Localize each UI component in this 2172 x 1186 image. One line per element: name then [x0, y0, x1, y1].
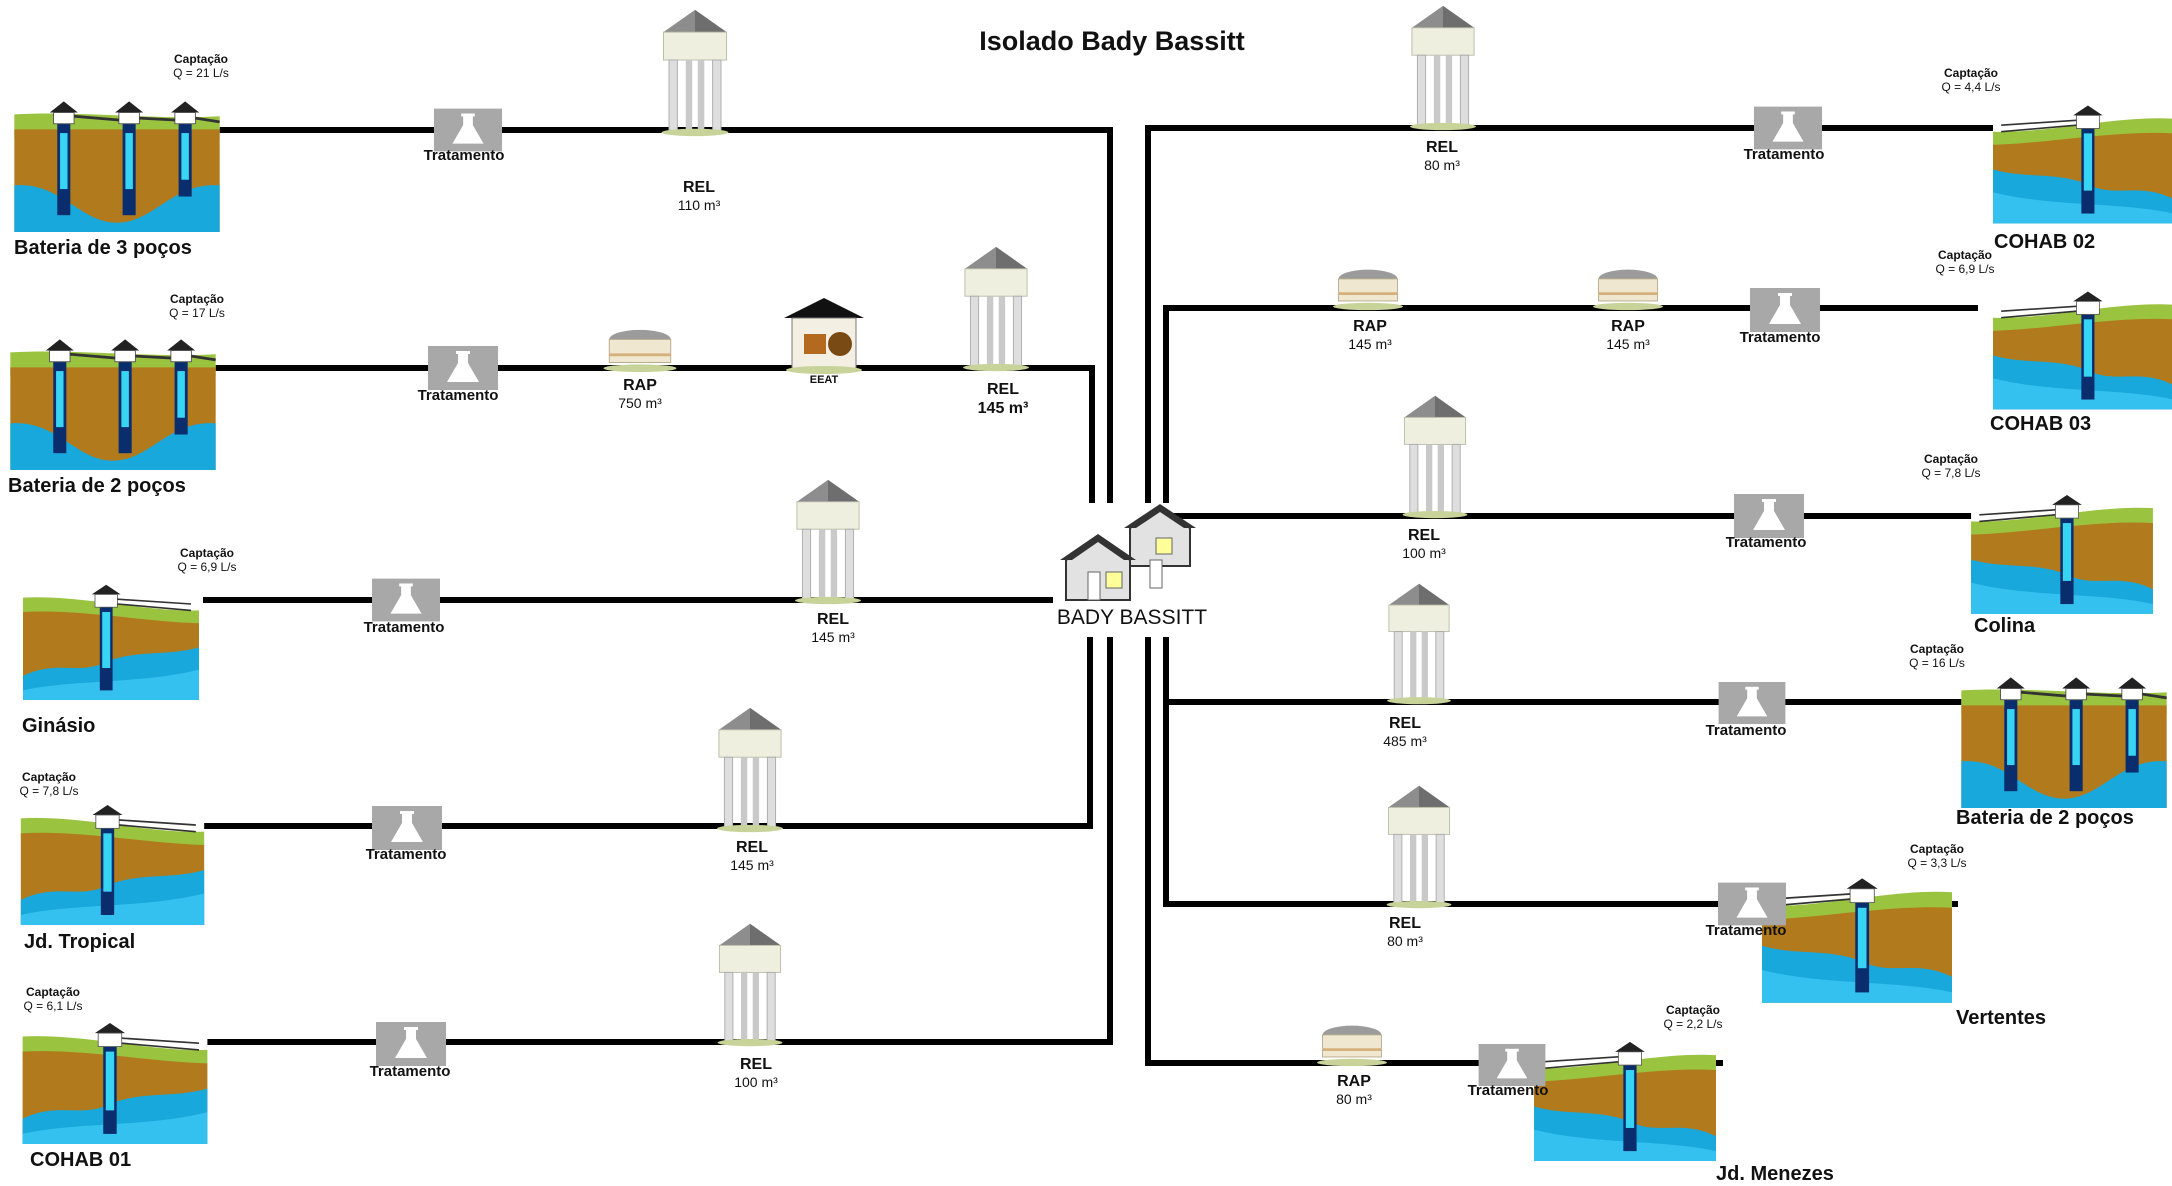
- system-name: Vertentes: [1956, 1007, 2047, 1029]
- treatment-label: Tratamento: [423, 147, 505, 164]
- pump-station-label: EEAT: [809, 374, 839, 386]
- treatment-label: Tratamento: [1705, 922, 1787, 939]
- ground-reservoir-icon: [1315, 1024, 1389, 1068]
- treatment-label: Tratamento: [1739, 329, 1821, 346]
- treatment-flask-icon: [434, 108, 502, 152]
- source-well-icon: [1959, 668, 2169, 808]
- page-title: Isolado Bady Bassitt: [979, 26, 1245, 56]
- treatment-flask-icon: [1718, 882, 1786, 926]
- system-name: Bateria de 2 poços: [1956, 807, 2134, 829]
- source-well-icon: [12, 92, 222, 232]
- treatment-flask-icon: [1478, 1044, 1546, 1086]
- treatment-label: Tratamento: [1743, 146, 1825, 163]
- source-well-icon: [1993, 99, 2172, 225]
- pump-station-icon: [784, 298, 864, 374]
- treatment-label: Tratamento: [1467, 1082, 1549, 1099]
- treatment-flask-icon: [372, 806, 442, 850]
- source-well-icon: [22, 580, 200, 700]
- treatment-label: Tratamento: [417, 387, 499, 404]
- city-label: BADY BASSITT: [1056, 606, 1208, 629]
- system-name: Colina: [1974, 615, 2036, 637]
- ground-reservoir-icon: [1331, 268, 1405, 312]
- source-well-icon: [20, 800, 205, 925]
- water-tower-icon: [716, 707, 784, 833]
- source-well-icon: [1970, 490, 2154, 614]
- treatment-label: Tratamento: [365, 846, 447, 863]
- treatment-flask-icon: [428, 346, 498, 390]
- water-tower-icon: [1402, 395, 1468, 519]
- water-tower-icon: [962, 246, 1030, 372]
- treatment-flask-icon: [376, 1022, 446, 1066]
- system-name: COHAB 02: [1994, 231, 2096, 253]
- system-name: COHAB 01: [30, 1149, 132, 1171]
- ground-reservoir-icon: [1591, 268, 1665, 312]
- ground-reservoir-icon: [602, 328, 678, 374]
- treatment-flask-icon: [1718, 682, 1786, 724]
- water-tower-icon: [1386, 583, 1452, 705]
- treatment-label: Tratamento: [369, 1063, 451, 1080]
- source-well-icon: [21, 1018, 209, 1144]
- system-name: Jd. Tropical: [24, 931, 136, 953]
- houses-icon: [1060, 504, 1196, 601]
- treatment-label: Tratamento: [1705, 722, 1787, 739]
- system-name: Bateria de 2 poços: [8, 475, 186, 497]
- system-name: Bateria de 3 poços: [14, 237, 192, 259]
- water-tower-icon: [794, 479, 862, 605]
- treatment-label: Tratamento: [363, 619, 445, 636]
- source-well-icon: [8, 330, 218, 470]
- water-tower-icon: [717, 923, 783, 1047]
- treatment-flask-icon: [372, 578, 440, 622]
- system-name: Jd. Menezes: [1716, 1163, 1834, 1185]
- system-name: COHAB 03: [1990, 413, 2092, 435]
- treatment-label: Tratamento: [1725, 534, 1807, 551]
- water-tower-icon: [1409, 5, 1477, 131]
- system-name: Ginásio: [22, 715, 96, 737]
- water-tower-icon: [1386, 785, 1452, 909]
- treatment-flask-icon: [1734, 494, 1804, 538]
- source-well-icon: [1993, 286, 2172, 410]
- treatment-flask-icon: [1750, 288, 1820, 332]
- treatment-flask-icon: [1754, 106, 1822, 150]
